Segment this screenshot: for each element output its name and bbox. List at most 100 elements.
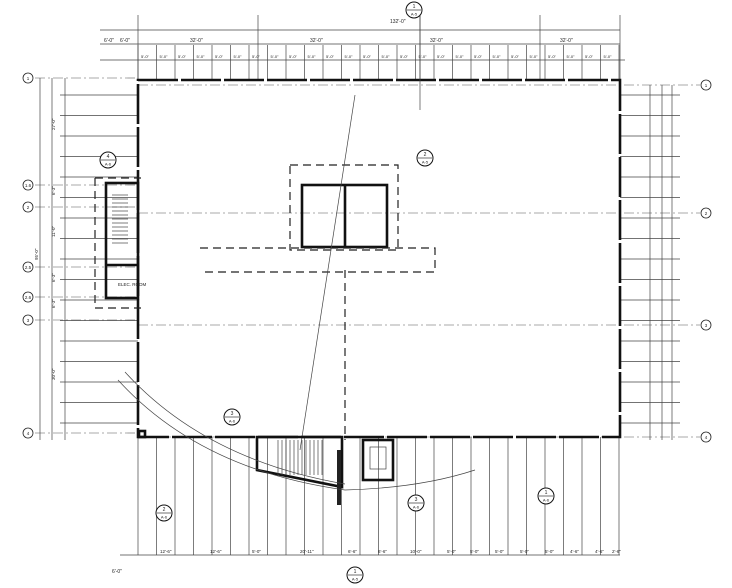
- vertical-dimension: 11'-0": [51, 225, 56, 237]
- module-dimension: 5'-0": [382, 54, 391, 59]
- section-tag-number: 1: [413, 4, 416, 10]
- bottom-dimension: 6'-6": [378, 549, 387, 554]
- section-tag-number: 3: [415, 497, 418, 503]
- module-dimension: 5'-0": [493, 54, 502, 59]
- grid-lines: [35, 77, 700, 438]
- grid-bubble: [22, 201, 34, 213]
- bottom-dimension: 12'-6": [160, 549, 172, 554]
- section-tag-sheet: A-5: [352, 577, 359, 582]
- grid-label: 2: [705, 211, 708, 216]
- left-dimension: 6'-0": [120, 38, 130, 44]
- left-stair-treads: [112, 194, 128, 244]
- bay-dimension: 32'-0": [430, 38, 443, 44]
- module-dimension: 5'-0": [567, 54, 576, 59]
- dimension-lines: [39, 15, 680, 556]
- grid-label: 4: [27, 431, 30, 436]
- module-dimension: 5'-0": [160, 54, 169, 59]
- bay-dimension: 32'-0": [310, 38, 323, 44]
- section-tag-sheet: A-6: [413, 505, 420, 510]
- section-tag-sheet: A-5: [422, 160, 429, 165]
- module-dimension: 5'-0": [178, 54, 187, 59]
- bottom-dimension: 12'-6": [210, 549, 222, 554]
- stair-canopy-outline: [94, 177, 141, 309]
- grid-label: 2.6: [25, 295, 32, 300]
- core-outline: [289, 164, 399, 251]
- module-dimension: 5'-0": [326, 54, 335, 59]
- grid-bubble: [22, 261, 34, 273]
- bottom-dimension: 20'-11": [300, 549, 314, 554]
- vertical-dimension: 27'-0": [51, 118, 56, 130]
- bottom-dimension: 5'-0": [252, 549, 261, 554]
- module-dimension: 5'-0": [511, 54, 520, 59]
- grid-bubble: [22, 427, 34, 439]
- grid-bubble: [700, 207, 712, 219]
- exterior-wall: [136, 78, 622, 439]
- module-dimension: 5'-0": [400, 54, 409, 59]
- module-dimension: 5'-0": [548, 54, 557, 59]
- section-tags: 1A-52A-53A-63A-62A-61A-61A-54A-6: [99, 1, 555, 584]
- bottom-dimension: 10'-0": [410, 549, 422, 554]
- vertical-dimension: 30'-0": [51, 368, 56, 380]
- left-dimension: 6'-0": [104, 38, 114, 44]
- grid-bubble: [22, 72, 34, 84]
- corridor-outline: [200, 247, 436, 273]
- vertical-dimension: 6'-3": [51, 186, 56, 195]
- module-dimension: 5'-0": [289, 54, 298, 59]
- bottom-dimension: 5'-0": [545, 549, 554, 554]
- section-tag-number: 1: [354, 569, 357, 575]
- module-dimension: 5'-0": [271, 54, 280, 59]
- module-dimension: 5'-0": [345, 54, 354, 59]
- bottom-dimension-labels: 12'-6"12'-6"5'-0"20'-11"6'-6"6'-6"10'-0"…: [160, 549, 621, 554]
- grid-bubble: [700, 319, 712, 331]
- module-dimension: 5'-0": [141, 54, 150, 59]
- module-dimension: 5'-0": [437, 54, 446, 59]
- vertical-dimension: 6'-3": [51, 273, 56, 282]
- overall-dimension: 132'-0": [390, 19, 406, 25]
- section-tag-number: 2: [163, 507, 166, 513]
- grid-label: 3: [27, 318, 30, 323]
- grid-label: 2: [27, 205, 30, 210]
- module-dimension: 5'-0": [419, 54, 428, 59]
- module-dimension: 5'-0": [252, 54, 261, 59]
- vertical-dimension: 6'-3": [51, 299, 56, 308]
- section-cut-line: [299, 94, 356, 451]
- module-dimension: 5'-0": [197, 54, 206, 59]
- section-tag-sheet: A-5: [411, 12, 418, 17]
- module-dimension: 5'-0": [530, 54, 539, 59]
- bottom-dimension: 2'-6": [612, 549, 621, 554]
- bottom-stair-treads: [277, 440, 323, 475]
- bottom-left-dimension: 6'-0": [112, 569, 122, 575]
- bottom-dimension: 4'-6": [595, 549, 604, 554]
- module-dimension: 5'-0": [234, 54, 243, 59]
- section-tag-sheet: A-6: [161, 515, 168, 520]
- grid-bubble: [22, 314, 34, 326]
- grid-label: 3: [705, 323, 708, 328]
- bottom-dimension: 5'-0": [520, 549, 529, 554]
- module-dimension: 5'-0": [474, 54, 483, 59]
- curved-canopy: [117, 379, 476, 491]
- top-dimension-labels: 32'-0"32'-0"32'-0"32'-0"6'-0"6'-0"5'-0"5…: [104, 38, 612, 59]
- module-dimension: 5'-0": [456, 54, 465, 59]
- grid-bubble: [22, 291, 34, 303]
- section-tag-number: 2: [424, 152, 427, 158]
- elevator: [361, 438, 395, 482]
- section-tag-number: 4: [107, 154, 110, 160]
- stair-wall: [337, 450, 341, 505]
- bottom-dimension: 5'-0": [470, 549, 479, 554]
- bottom-dimension: 5'-0": [447, 549, 456, 554]
- grid-label: 4: [705, 435, 708, 440]
- left-dimension-labels: 27'-0" 6'-3" 11'-0" 6'-3" 6'-3" 30'-0" 95'-0": [34, 118, 56, 380]
- grid-bubble: [700, 431, 712, 443]
- section-tag-sheet: A-6: [229, 419, 236, 424]
- module-dimension: 5'-0": [604, 54, 613, 59]
- vertical-dimension: 95'-0": [34, 248, 39, 260]
- bottom-stair: [255, 435, 344, 489]
- left-grid-bubbles: 11.622.52.634: [22, 72, 34, 439]
- grid-bubble: [22, 179, 34, 191]
- grid-label: 2.5: [25, 265, 32, 270]
- module-dimension: 5'-0": [363, 54, 372, 59]
- section-tag-number: 3: [231, 411, 234, 417]
- grid-label: 1: [27, 76, 30, 81]
